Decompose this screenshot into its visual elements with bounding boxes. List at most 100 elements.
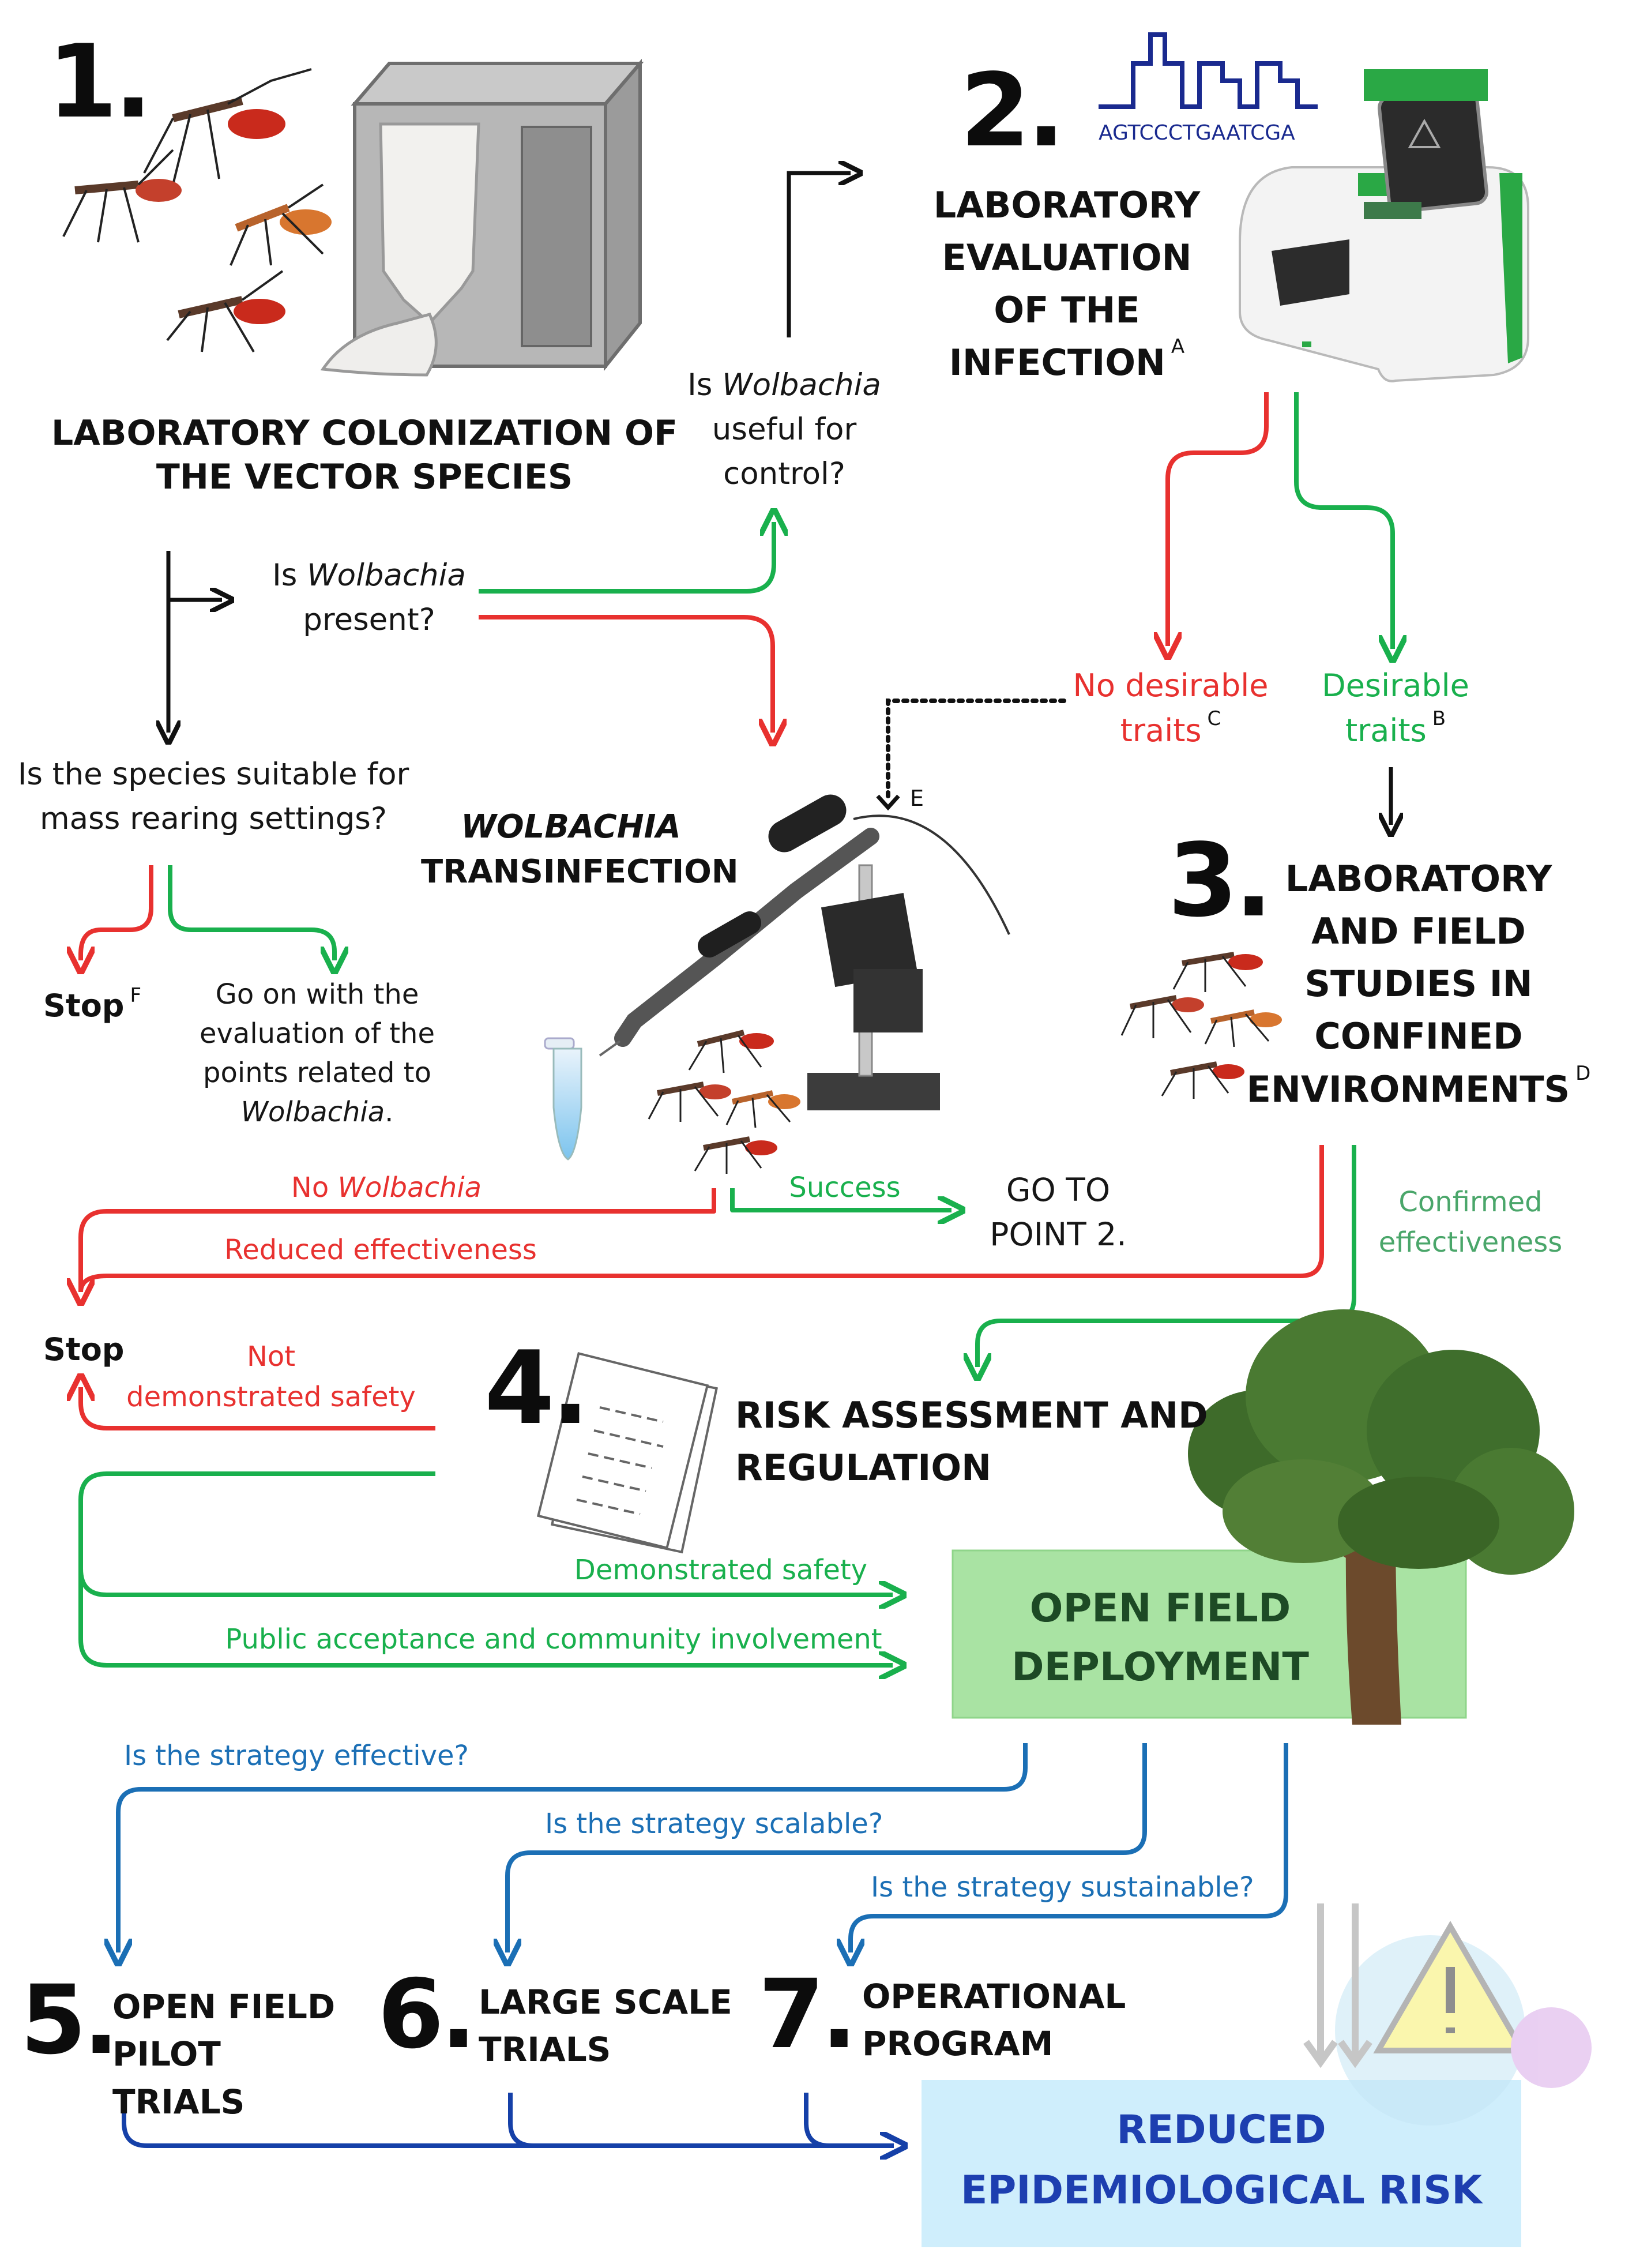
step3-number: 3. xyxy=(1168,823,1273,940)
blue-connectors xyxy=(118,1743,1288,1952)
question-useful-line3: control? xyxy=(723,456,845,491)
open-field-line2: DEPLOYMENT xyxy=(1011,1644,1309,1690)
step7-number: 7. xyxy=(758,1959,857,2070)
step1-title: LABORATORY COLONIZATION OF THE VECTOR SP… xyxy=(47,411,682,499)
transinfection-line1: WOLBACHIA xyxy=(461,808,681,846)
arrow-present-yes xyxy=(479,522,774,594)
go-on-line4: Wolbachia. xyxy=(196,1092,438,1132)
question-suitable-line2: mass rearing settings? xyxy=(40,801,387,836)
step2-number: 2. xyxy=(960,52,1065,170)
arrow-no-desirable xyxy=(1168,392,1269,646)
step3-title-line3: STUDIES IN xyxy=(1304,963,1533,1005)
transinfection-title: WOLBACHIA TRANSINFECTION xyxy=(421,805,739,895)
no-wolbachia-em: Wolbachia xyxy=(337,1171,482,1204)
stop-label-1-note: F xyxy=(130,984,142,1007)
open-field-title: OPEN FIELD DEPLOYMENT xyxy=(953,1579,1368,1697)
reduced-risk-title: REDUCED EPIDEMIOLOGICAL RISK xyxy=(922,2100,1521,2221)
goto-line1: GO TO xyxy=(1006,1171,1111,1208)
step4-number: 4. xyxy=(484,1330,589,1447)
navy-connectors xyxy=(122,2093,894,2148)
step6-title: LARGE SCALE TRIALS xyxy=(479,1978,732,2074)
step3-title: LABORATORY AND FIELD STUDIES IN CONFINED… xyxy=(1240,853,1597,1116)
step1-title-line2: THE VECTOR SPECIES xyxy=(156,457,573,498)
black-connectors xyxy=(168,173,1391,825)
public-acceptance-label: Public acceptance and community involvem… xyxy=(225,1623,882,1655)
step5-number: 5. xyxy=(20,1965,119,2075)
mosquito-icon xyxy=(1161,1061,1244,1099)
reduced-risk-line2: EPIDEMIOLOGICAL RISK xyxy=(961,2168,1482,2214)
step2-note: A xyxy=(1171,335,1185,359)
mosquito-icon xyxy=(166,270,285,353)
mosquito-icon xyxy=(62,149,182,243)
question-useful-line2: useful for xyxy=(712,411,857,447)
demonstrated-safety-label: Demonstrated safety xyxy=(574,1554,868,1586)
confirmed-effectiveness-label: Confirmed effectiveness xyxy=(1370,1182,1571,1263)
no-wolbachia-label: No Wolbachia xyxy=(277,1168,496,1208)
arrow-suitable-yes xyxy=(168,865,334,960)
question-suitable-line1: Is the species suitable for xyxy=(17,757,409,792)
step6-title-line2: TRIALS xyxy=(479,2030,611,2070)
mosquito-icon xyxy=(230,183,332,266)
desirable-note: B xyxy=(1432,707,1446,731)
transinfection-note: E xyxy=(910,786,924,811)
question-present-em: Wolbachia xyxy=(307,558,466,593)
reduced-effectiveness-label: Reduced effectiveness xyxy=(224,1234,537,1266)
mosquito-icon xyxy=(694,1136,777,1174)
arrow-success xyxy=(730,1188,951,1210)
question-suitable: Is the species suitable for mass rearing… xyxy=(9,753,418,842)
go-on-line2: evaluation of the xyxy=(199,1017,435,1050)
step1-number: 1. xyxy=(47,24,152,141)
arrow-reduced-effectiveness xyxy=(78,1145,1324,1293)
not-demonstrated-safety-label: Not demonstrated safety xyxy=(121,1337,421,1417)
arrow-no-wolbachia xyxy=(81,1188,716,1292)
no-desirable-line2-text: traits xyxy=(1120,712,1202,749)
tree-icon xyxy=(1188,1309,1574,1725)
arrow-demonstrated-safety xyxy=(78,1568,893,1595)
mosquito-icon xyxy=(648,1082,731,1122)
desirable-line2-text: traits xyxy=(1345,712,1427,749)
question-useful-pre: Is xyxy=(687,367,723,403)
go-on-line1: Go on with the xyxy=(215,978,419,1011)
mosquito-icon xyxy=(1120,995,1204,1038)
arrow-not-safety xyxy=(81,1387,435,1430)
step4-title-line1: RISK ASSESSMENT AND xyxy=(735,1394,1208,1436)
question-present-pre: Is xyxy=(272,558,307,593)
question-present-line1: Is Wolbachia xyxy=(248,554,490,598)
no-desirable-note: C xyxy=(1207,707,1221,731)
arrow-large-scale-join xyxy=(508,2093,534,2148)
success-label: Success xyxy=(789,1171,901,1204)
pcr-machine-icon xyxy=(1239,69,1529,382)
step3-note: D xyxy=(1575,1061,1591,1085)
risk-warning-icon xyxy=(1303,1903,1592,2126)
step2-title-line2: EVALUATION xyxy=(942,236,1192,279)
red-connectors xyxy=(78,392,1324,1430)
mosquito-icon xyxy=(688,1030,774,1073)
step6-title-line1: LARGE SCALE xyxy=(479,1982,732,2022)
not-safety-line2: demonstrated safety xyxy=(126,1380,416,1413)
not-safety-line1: Not xyxy=(246,1340,296,1373)
reduced-risk-line1: REDUCED xyxy=(1116,2107,1326,2153)
stop-label-2: Stop xyxy=(43,1331,125,1368)
step3-title-line1: LABORATORY xyxy=(1285,858,1552,900)
go-on-text: Go on with the evaluation of the points … xyxy=(196,975,438,1132)
open-field-line1: OPEN FIELD xyxy=(1029,1586,1291,1631)
step4-title: RISK ASSESSMENT AND REGULATION xyxy=(735,1389,1208,1494)
step5-title: OPEN FIELD PILOT TRIALS xyxy=(112,1983,355,2126)
mosquito-icon xyxy=(143,68,312,185)
green-connectors xyxy=(78,392,1393,1665)
question-present: Is Wolbachia present? xyxy=(248,554,490,643)
arrow-effective xyxy=(118,1743,1028,1952)
effective-question: Is the strategy effective? xyxy=(124,1740,469,1772)
question-useful-em: Wolbachia xyxy=(722,367,881,403)
no-desirable-line1: No desirable xyxy=(1073,667,1269,704)
goto-line2: POINT 2. xyxy=(990,1216,1127,1253)
go-on-em: Wolbachia xyxy=(240,1096,385,1129)
transinfection-line2: TRANSINFECTION xyxy=(421,853,739,891)
arrow-scalable xyxy=(507,1743,1147,1952)
